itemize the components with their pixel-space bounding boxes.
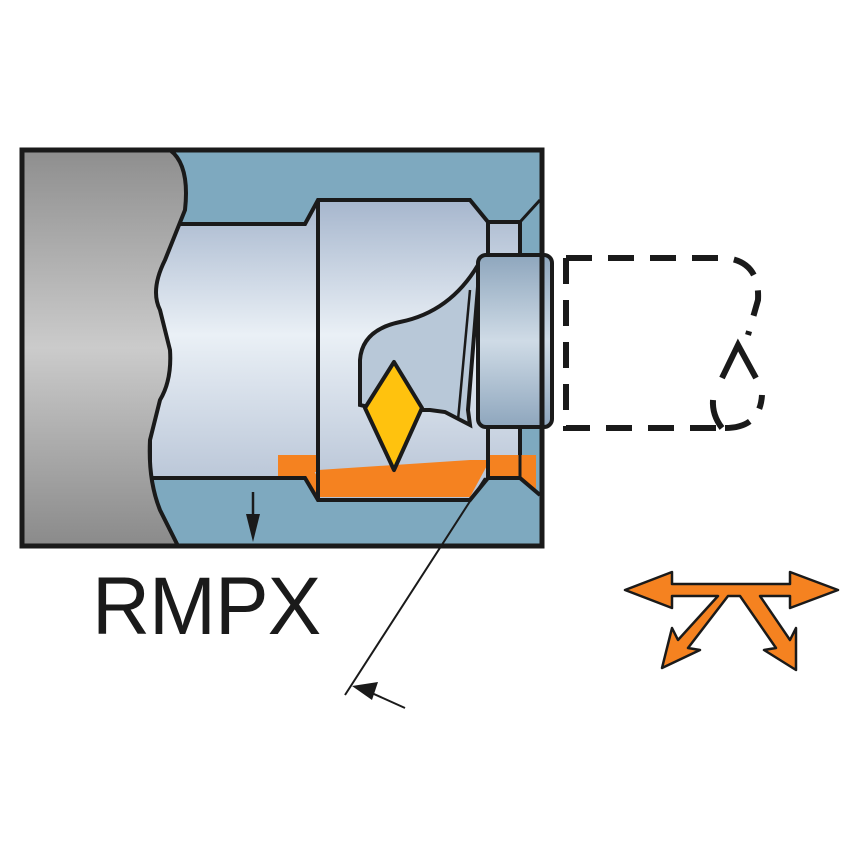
insert (363, 360, 424, 472)
feed-arrow-icon (246, 492, 260, 542)
workpiece-outline (19, 147, 545, 549)
lead-angle-indicator-icon (344, 477, 486, 709)
tool-code-label: RMPX (92, 561, 321, 652)
chuck-jaw (20, 148, 188, 548)
feed-directions-icon (623, 570, 840, 672)
dashed-shank-outline (563, 255, 765, 431)
machined-zone (278, 455, 536, 497)
